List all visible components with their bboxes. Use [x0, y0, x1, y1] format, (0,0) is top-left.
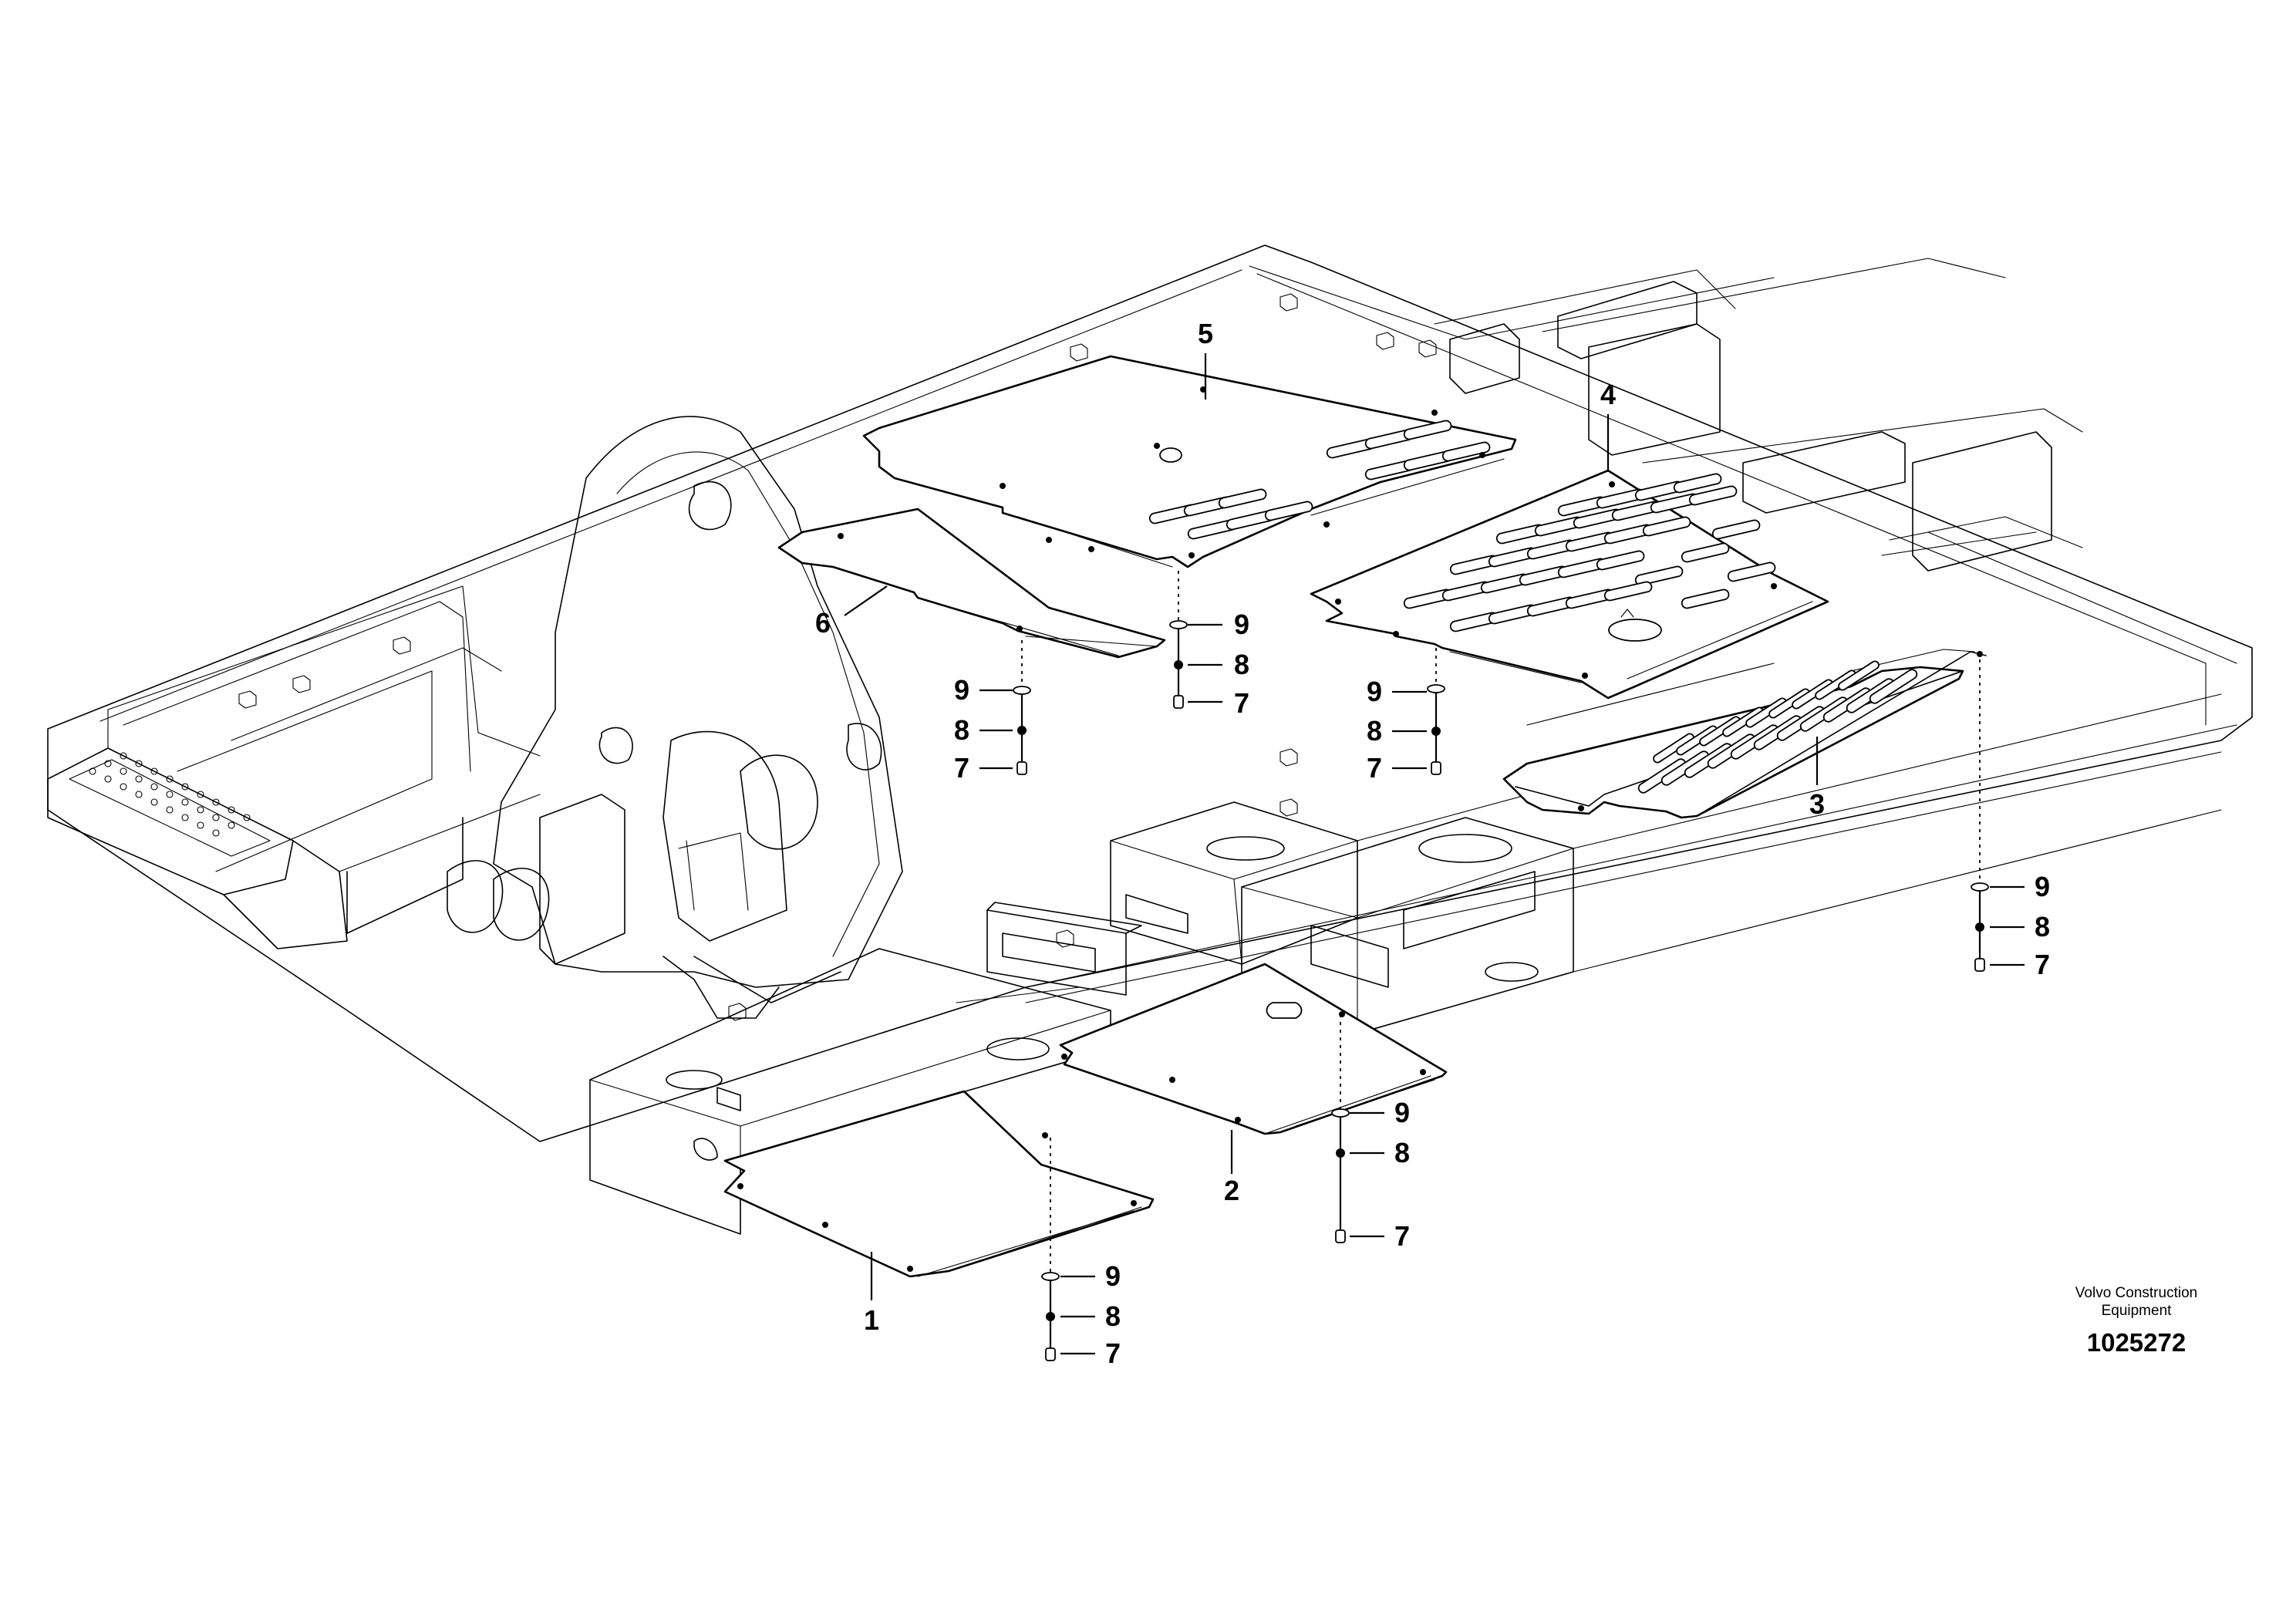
- callout-9: 9: [1234, 609, 1249, 640]
- callout-leaders: [844, 353, 2025, 1355]
- fastener-stack-f: [1041, 1138, 1060, 1361]
- callout-2: 2: [1224, 1175, 1239, 1206]
- callout-8: 8: [1234, 649, 1249, 680]
- fastener-stack-d: [1971, 659, 1989, 972]
- fastener-stack-b: [1013, 640, 1031, 775]
- callout-8: 8: [954, 714, 969, 746]
- callout-5: 5: [1198, 318, 1213, 349]
- callout-8: 8: [1394, 1137, 1410, 1168]
- cover-plate-3: [1502, 649, 1987, 819]
- callout-7: 7: [1367, 752, 1382, 784]
- cover-plate-2: [1059, 963, 1448, 1135]
- callout-labels: 5 4 6 3 2 1 9 8 7 9 8 7 9 8 7 9 8 7 9 8 …: [815, 318, 2050, 1369]
- callout-8: 8: [1367, 715, 1382, 747]
- callout-6: 6: [815, 607, 831, 639]
- brand-line-2: Equipment: [2102, 1303, 2173, 1319]
- document-number: 1025272: [2087, 1328, 2186, 1357]
- callout-9: 9: [1105, 1260, 1121, 1292]
- callout-9: 9: [1394, 1097, 1410, 1128]
- callout-7: 7: [1105, 1337, 1121, 1369]
- callout-8: 8: [2035, 911, 2050, 943]
- cover-plate-5: [862, 355, 1517, 568]
- brand-line-1: Volvo Construction: [2075, 1285, 2197, 1301]
- fastener-stack-e: [1331, 1014, 1350, 1243]
- callout-9: 9: [1367, 676, 1382, 707]
- cover-plate-1: [723, 1090, 1155, 1278]
- callout-7: 7: [1234, 687, 1249, 719]
- fastener-stack-a: [1169, 571, 1188, 709]
- fastener-stack-c: [1427, 648, 1445, 775]
- callout-8: 8: [1105, 1300, 1121, 1332]
- callout-7: 7: [1394, 1220, 1410, 1252]
- callout-9: 9: [2035, 871, 2050, 902]
- title-block: Volvo Construction Equipment 1025272: [2075, 1285, 2197, 1357]
- callout-4: 4: [1600, 379, 1616, 410]
- callout-1: 1: [864, 1304, 879, 1336]
- callout-7: 7: [954, 752, 969, 784]
- callout-9: 9: [954, 674, 969, 706]
- cover-plate-4: [1310, 469, 1829, 700]
- cover-plate-6: [777, 508, 1166, 659]
- callout-7: 7: [2035, 949, 2050, 980]
- callout-3: 3: [1809, 788, 1825, 820]
